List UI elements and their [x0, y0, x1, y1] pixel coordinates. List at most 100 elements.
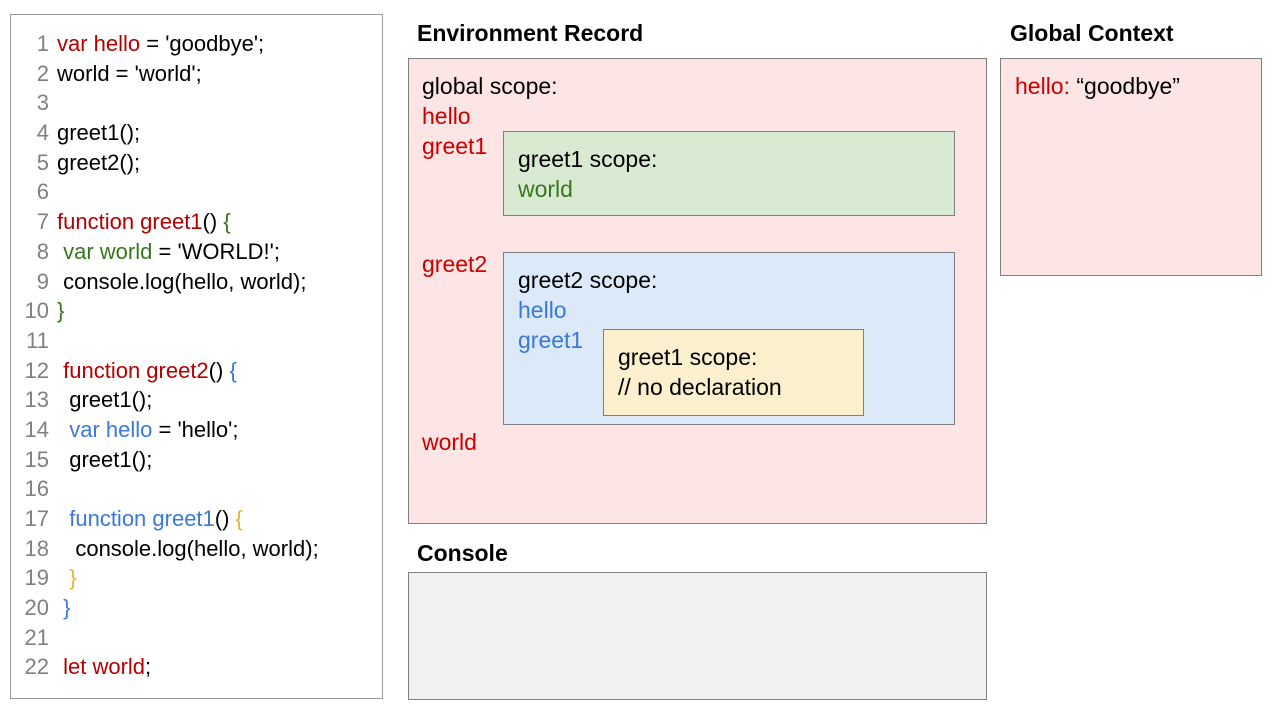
global-context-entry-value: “goodbye” — [1076, 73, 1180, 99]
code-token: } — [69, 565, 77, 591]
code-line-text: console.log(hello, world); — [57, 534, 319, 564]
code-line[interactable]: 19 } — [11, 563, 382, 593]
line-number: 9 — [36, 268, 49, 294]
line-number: 8 — [36, 238, 49, 264]
line-number: 22 — [24, 654, 49, 680]
code-line[interactable]: 22 let world; — [11, 652, 382, 682]
code-line[interactable]: 9 console.log(hello, world); — [11, 267, 382, 297]
code-line-text: world = 'world'; — [57, 59, 202, 89]
console-heading: Console — [417, 540, 508, 566]
code-token — [57, 565, 69, 590]
code-token: greet2(); — [57, 149, 141, 175]
greet2-scope-binding-hello: hello — [518, 297, 567, 323]
code-token: = 'hello'; — [152, 416, 239, 442]
code-line[interactable]: 14 var hello = 'hello'; — [11, 415, 382, 445]
code-token: } — [57, 298, 65, 324]
code-line-text: var world = 'WORLD!'; — [57, 237, 280, 267]
line-number: 14 — [24, 416, 49, 442]
code-line-text: console.log(hello, world); — [57, 267, 306, 297]
line-number: 21 — [24, 624, 49, 650]
line-number: 3 — [36, 90, 49, 116]
environment-record-heading: Environment Record — [417, 20, 644, 46]
line-number: 18 — [24, 535, 49, 561]
line-number: 10 — [24, 298, 49, 324]
global-context-entry: hello: “goodbye” — [1015, 73, 1180, 100]
code-line-text: greet1(); — [57, 118, 140, 148]
code-line[interactable]: 21 — [11, 623, 382, 653]
code-line[interactable]: 2 world = 'world'; — [11, 59, 382, 89]
code-line[interactable]: 11 — [11, 326, 382, 356]
code-token: console.log(hello, world); — [57, 268, 307, 294]
line-number: 17 — [24, 506, 49, 531]
line-number: 4 — [36, 120, 49, 146]
line-number: 20 — [24, 595, 49, 621]
code-line-text: greet1(); — [57, 445, 152, 475]
line-number: 2 — [36, 60, 49, 86]
code-token: = 'goodbye'; — [140, 31, 265, 56]
code-line[interactable]: 12 function greet2() { — [11, 356, 382, 386]
code-line-text: function greet1() { — [57, 504, 243, 534]
code-token: { — [229, 357, 237, 383]
code-line[interactable]: 13 greet1(); — [11, 385, 382, 415]
global-context-heading: Global Context — [1010, 20, 1174, 46]
greet2-scope-title: greet2 scope: — [518, 267, 658, 293]
code-token: world = 'world'; — [57, 60, 202, 86]
code-token: () — [202, 209, 224, 235]
nested-greet1-scope-box: greet1 scope: // no declaration — [603, 329, 864, 416]
line-number: 19 — [24, 565, 49, 591]
code-token: let world — [63, 654, 146, 680]
code-token: function greet2 — [63, 357, 209, 383]
greet1-scope-box: greet1 scope: world — [503, 131, 955, 216]
code-token: { — [235, 506, 243, 531]
code-line[interactable]: 5 greet2(); — [11, 148, 382, 178]
code-line[interactable]: 10} — [11, 296, 382, 326]
greet1-scope-binding-world: world — [518, 176, 573, 202]
nested-greet1-scope-title: greet1 scope: — [618, 344, 758, 370]
code-line-text: function greet1() { — [57, 207, 231, 237]
code-line-text: let world; — [57, 652, 151, 682]
code-token: () — [214, 506, 236, 531]
code-line-text: greet1(); — [57, 385, 152, 415]
code-token — [57, 417, 69, 442]
code-token: var world — [63, 238, 153, 264]
global-binding-greet2: greet2 — [422, 251, 488, 277]
code-token: { — [223, 209, 231, 235]
code-line-text: function greet2() { — [57, 356, 237, 386]
code-line[interactable]: 15 greet1(); — [11, 445, 382, 475]
code-line[interactable]: 6 — [11, 177, 382, 207]
code-line[interactable]: 18 console.log(hello, world); — [11, 534, 382, 564]
code-line[interactable]: 7 function greet1() { — [11, 207, 382, 237]
code-token: greet1(); — [57, 120, 141, 146]
nested-greet1-scope-note: // no declaration — [618, 374, 782, 400]
code-line[interactable]: 20 } — [11, 593, 382, 623]
line-number: 12 — [24, 357, 49, 383]
line-number: 16 — [24, 476, 49, 502]
code-token: console.log(hello, world); — [57, 535, 319, 561]
line-number: 13 — [24, 387, 49, 413]
line-number: 6 — [36, 179, 49, 205]
code-line[interactable]: 3 — [11, 88, 382, 118]
line-number: 7 — [36, 209, 49, 235]
code-token: } — [63, 595, 71, 621]
code-line[interactable]: 8 var world = 'WORLD!'; — [11, 237, 382, 267]
global-binding-hello: hello — [422, 103, 471, 129]
code-token: () — [208, 357, 230, 383]
code-token: var hello — [69, 416, 153, 442]
line-number: 1 — [36, 31, 49, 56]
code-token: greet1(); — [57, 446, 153, 472]
code-token — [57, 506, 69, 531]
code-line-text: } — [57, 593, 70, 623]
code-line-text: greet2(); — [57, 148, 140, 178]
code-line-text: } — [57, 563, 77, 593]
line-number: 5 — [36, 149, 49, 175]
code-line-text: var hello = 'hello'; — [57, 415, 238, 445]
code-token: function greet1 — [69, 506, 215, 531]
code-line[interactable]: 16 — [11, 474, 382, 504]
greet1-scope-title: greet1 scope: — [518, 146, 658, 172]
code-line[interactable]: 4 greet1(); — [11, 118, 382, 148]
code-line[interactable]: 17 function greet1() { — [11, 504, 382, 534]
console-panel[interactable] — [408, 572, 987, 700]
